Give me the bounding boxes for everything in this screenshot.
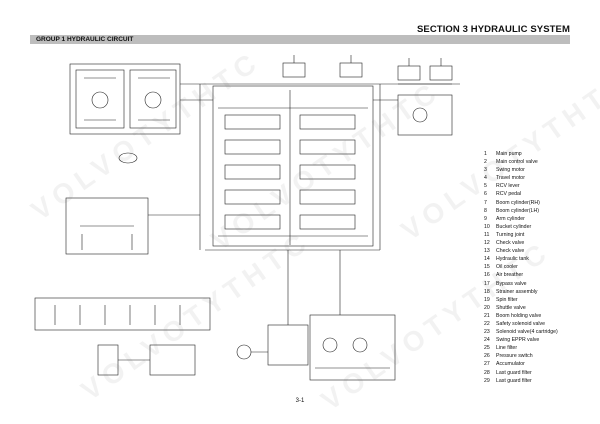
hydraulic-tank-box — [267, 324, 309, 366]
solenoid-valve-cartridge-box — [149, 344, 196, 376]
turning-joint-symbol — [118, 152, 138, 164]
travel-motor-right-symbol — [144, 91, 162, 109]
rcv-pedal-box — [65, 197, 149, 255]
travel-motor-right-inner — [129, 69, 177, 129]
group-title: GROUP 1 HYDRAULIC CIRCUIT — [36, 36, 134, 43]
travel-motor-left-inner — [75, 69, 125, 129]
page-number: 3-1 — [295, 398, 305, 404]
rcv-lever-box — [34, 297, 211, 331]
bucket-cylinder — [429, 65, 453, 81]
section-title: SECTION 3 HYDRAULIC SYSTEM — [416, 24, 570, 35]
travel-motor-left-box — [69, 63, 181, 135]
swing-motor-box — [397, 94, 453, 136]
boom-cylinder-lh — [339, 62, 363, 78]
main-control-valve-outline — [212, 85, 374, 247]
arm-cylinder — [397, 65, 421, 81]
safety-solenoid-valve-box — [97, 344, 119, 376]
main-pump-symbol — [236, 344, 252, 360]
boom-cylinder-rh — [282, 62, 306, 78]
travel-motor-left-symbol — [91, 91, 109, 109]
main-pump-box — [309, 314, 396, 381]
group-header-bar — [30, 35, 570, 44]
